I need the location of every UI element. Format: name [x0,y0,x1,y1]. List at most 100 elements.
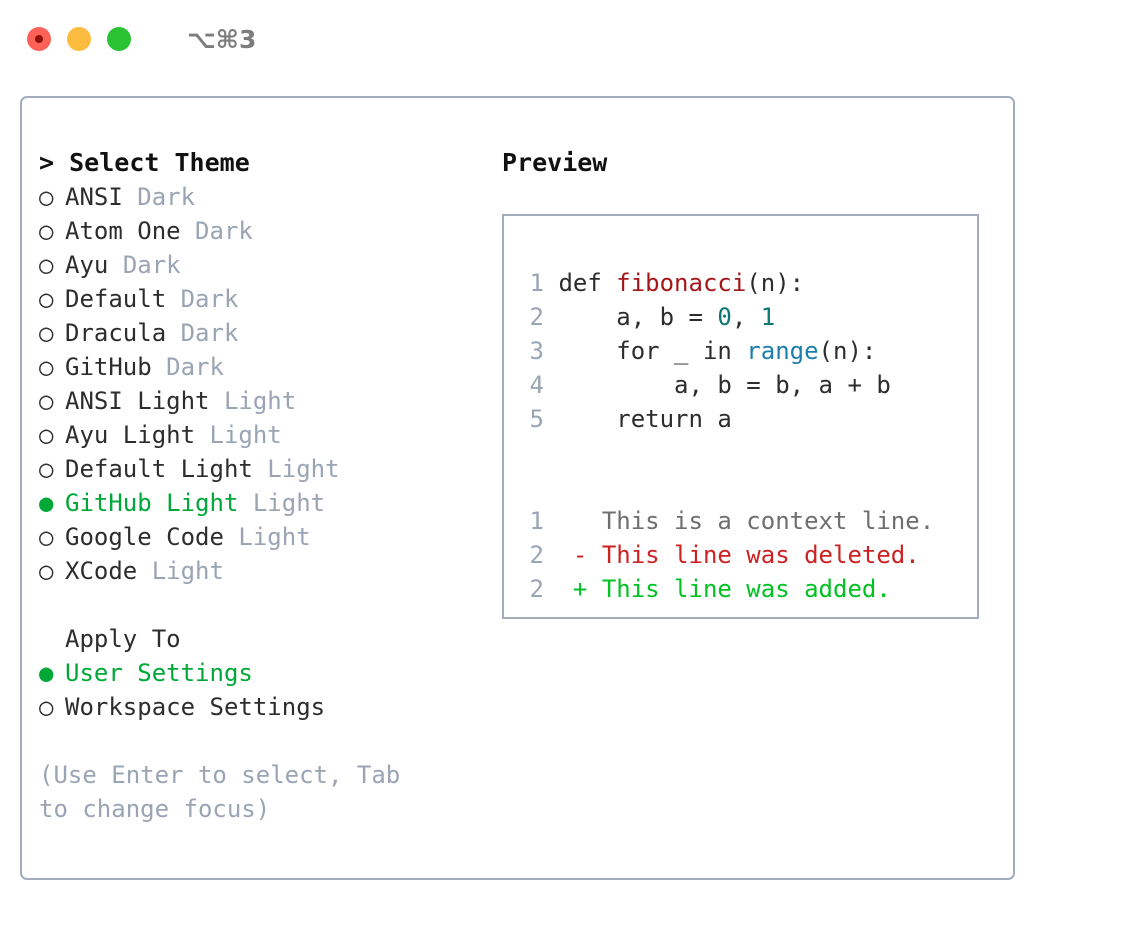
gutter-gap [544,541,573,569]
diff-line-number: 2 [529,541,544,569]
gutter-gap [544,303,558,331]
code-token-plain: (n): [746,269,805,297]
code-token-call: range [746,337,819,365]
theme-list-item[interactable]: ○Ayu Dark [39,248,499,282]
close-button[interactable] [27,27,51,51]
theme-spacer [152,353,166,381]
theme-spacer [253,455,267,483]
radio-unselected-icon: ○ [39,217,54,245]
radio-selected-icon: ● [39,489,54,517]
code-spacer-2 [504,470,977,504]
radio-unselected-icon: ○ [39,353,54,381]
title-bar: ⌥⌘3 [0,0,1140,78]
theme-name: GitHub [65,353,152,381]
apply-to-item[interactable]: ○Workspace Settings [39,690,499,724]
theme-list-item[interactable]: ○ Google Code Light [39,520,499,554]
apply-to-title: Apply To [65,625,181,653]
theme-spacer [195,421,209,449]
theme-name: Atom One [65,217,181,245]
code-line: 4 a, b = b, a + b [504,368,977,402]
code-spacer [504,436,977,470]
theme-spacer [166,285,180,313]
theme-list-item[interactable]: ○XCode Light [39,554,499,588]
radio-unselected-icon: ○ [39,285,54,313]
line-number: 3 [529,337,544,365]
line-number: 4 [529,371,544,399]
theme-variant-badge: Dark [166,353,224,381]
code-token-fn: fibonacci [616,269,747,297]
theme-list-item[interactable]: ○ GitHub Dark [39,350,499,384]
code-token-plain: return a [558,405,732,433]
code-line: 3 for _ in range(n): [504,334,977,368]
theme-list-item[interactable]: ○ Atom One Dark [39,214,499,248]
diff-marker: + [572,575,602,603]
gutter-gap [544,405,558,433]
zoom-button[interactable] [107,27,131,51]
diff-text: This is a context line. [601,507,935,535]
radio-unselected-icon: ○ [39,183,54,211]
theme-list-item[interactable]: ○Default Light Light [39,452,499,486]
code-line: 2 a, b = 0, 1 [504,300,977,334]
theme-variant-badge: Light [252,489,326,517]
theme-variant-badge: Light [209,421,282,449]
theme-name: Ayu [65,251,109,279]
theme-spacer [181,217,195,245]
theme-name: ANSI [65,183,123,211]
theme-variant-badge: Light [238,523,311,551]
gutter-gap [544,337,558,365]
theme-spacer [238,489,252,517]
apply-to-list[interactable]: ●User Settings○Workspace Settings [39,656,499,724]
theme-name: XCode [65,557,138,585]
radio-unselected-icon: ○ [39,693,54,721]
diff-line: 1 This is a context line. [504,504,977,538]
theme-list-item[interactable]: ○ANSI Light Light [39,384,499,418]
gutter-gap [544,575,573,603]
code-token-kw: def [558,269,617,297]
theme-variant-badge: Dark [180,319,239,347]
focus-caret-icon: > [39,148,55,177]
radio-unselected-icon: ○ [39,455,54,483]
diff-line-number: 1 [529,507,544,535]
theme-list-item[interactable]: ○Default Dark [39,282,499,316]
code-line: 1 def fibonacci(n): [504,266,977,300]
theme-list-item[interactable]: ●GitHub Light Light [39,486,499,520]
apply-to-item[interactable]: ●User Settings [39,656,499,690]
theme-spacer [166,319,180,347]
code-token-plain: a, b = b, a + b [558,371,891,399]
gutter-gap [544,371,558,399]
theme-panel-title: > Select Theme [39,146,499,180]
code-token-plain: (n): [818,337,877,365]
theme-panel-title-text [54,148,69,177]
theme-spacer [224,523,238,551]
radio-unselected-icon: ○ [39,319,54,347]
theme-spacer [210,387,224,415]
theme-variant-badge: Dark [195,217,253,245]
line-number: 1 [529,269,544,297]
theme-list-item[interactable]: ○Ayu Light Light [39,418,499,452]
diff-marker [573,507,602,535]
theme-name: Default [65,285,167,313]
theme-list-item[interactable]: ○Dracula Dark [39,316,499,350]
keyboard-shortcut-label: ⌥⌘3 [187,24,257,54]
minimize-button[interactable] [67,27,91,51]
diff-text: This line was added. [601,575,891,603]
theme-selection-panel: > Select Theme ○ANSI Dark○Atom One Dark○… [39,146,499,826]
columns: > Select Theme ○ANSI Dark○Atom One Dark○… [22,98,1013,878]
diff-line: 2 - This line was deleted. [504,538,977,572]
radio-unselected-icon: ○ [39,523,54,551]
preview-title: Preview [502,148,608,177]
line-number: 2 [529,303,544,331]
dialog-frame: > Select Theme ○ANSI Dark○Atom One Dark○… [20,96,1015,880]
theme-list[interactable]: ○ANSI Dark○Atom One Dark○Ayu Dark○Defaul… [39,180,499,588]
window-controls [27,27,131,51]
code-token-plain: , [731,303,761,331]
theme-list-item[interactable]: ○ANSI Dark [39,180,499,214]
theme-spacer [137,557,151,585]
code-token-num: 1 [760,303,776,331]
theme-name: Google Code [65,523,224,551]
code-token-plain: for _ in [558,337,747,365]
preview-panel: Preview 1 def fibonacci(n):2 a, b = 0, 1… [502,146,1002,619]
radio-unselected-icon: ○ [39,251,54,279]
